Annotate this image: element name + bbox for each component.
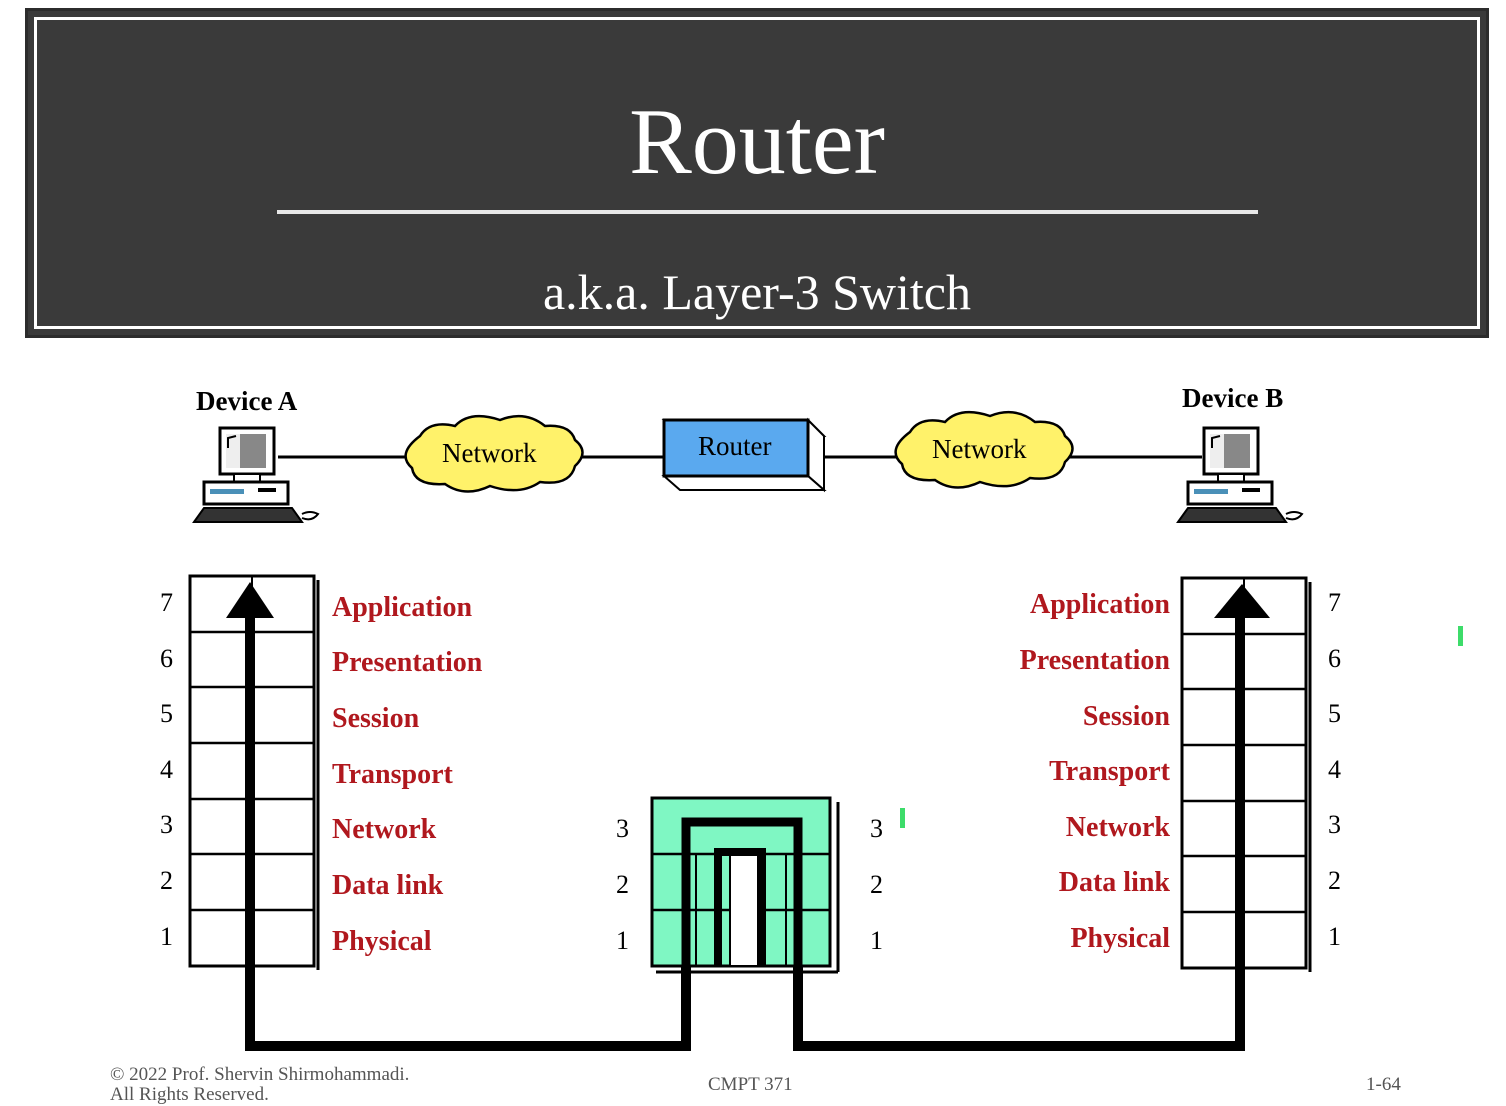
- layer-number: 2: [1328, 866, 1341, 895]
- layer-name-right: Physical: [1070, 923, 1170, 954]
- device-a-label: Device A: [196, 386, 298, 416]
- router-diagram: Device A Device B Network Router Network…: [0, 340, 1506, 1090]
- footer-copyright: © 2022 Prof. Shervin Shirmohammadi.: [110, 1064, 410, 1085]
- layer-number: 5: [160, 699, 173, 728]
- diagram-graphics: [188, 410, 1312, 1051]
- layer-name-right: Network: [1065, 812, 1170, 843]
- layer-name-left: Data link: [332, 870, 444, 901]
- slide-header: Router a.k.a. Layer-3 Switch: [25, 8, 1489, 338]
- layer-number: 1: [1328, 922, 1341, 951]
- layer-name-right: Presentation: [1019, 645, 1170, 676]
- layer-number: 3: [1328, 810, 1341, 839]
- layer-number: 6: [1328, 644, 1341, 673]
- layer-number: 7: [160, 588, 173, 617]
- layer-name-left: Network: [332, 814, 437, 845]
- cursor-mark: [900, 808, 905, 828]
- router-label: Router: [698, 431, 772, 461]
- footer-course: CMPT 371: [708, 1074, 793, 1095]
- computer-b-icon: [1176, 426, 1304, 523]
- arrow-up-left-icon: [226, 582, 274, 618]
- cursor-mark: [1458, 626, 1463, 646]
- title-divider: [277, 210, 1258, 214]
- network-right-label: Network: [932, 434, 1027, 464]
- router-layer-number: 1: [870, 926, 883, 955]
- arrow-up-right-icon: [1214, 584, 1270, 618]
- layer-name-left: Physical: [332, 926, 432, 957]
- data-path-line-right: [793, 608, 1245, 1051]
- layer-name-left: Transport: [332, 759, 453, 790]
- router-box-icon: [661, 417, 827, 493]
- layer-number: 5: [1328, 699, 1341, 728]
- layer-name-left: Application: [332, 592, 473, 623]
- router-layer-number: 1: [616, 926, 629, 955]
- slide-title: Router: [629, 90, 885, 194]
- footer-copyright-line2: All Rights Reserved.: [110, 1084, 269, 1105]
- layer-number: 4: [1328, 755, 1341, 784]
- layer-name-right: Session: [1082, 701, 1170, 732]
- slide-subtitle: a.k.a. Layer-3 Switch: [542, 264, 971, 320]
- router-layer-number: 2: [616, 870, 629, 899]
- layer-name-left: Session: [332, 703, 420, 734]
- layer-name-left: Presentation: [332, 647, 483, 678]
- network-left-label: Network: [442, 438, 537, 468]
- cloud-right-icon: [894, 410, 1074, 489]
- router-layer-number: 3: [870, 814, 883, 843]
- router-layer-number: 3: [616, 814, 629, 843]
- cloud-left-icon: [404, 414, 584, 493]
- header-frame: Router a.k.a. Layer-3 Switch: [34, 17, 1480, 329]
- router-stack: [650, 796, 840, 974]
- stack-right: [1180, 576, 1312, 972]
- layer-name-right: Transport: [1049, 756, 1170, 787]
- layer-number: 1: [160, 922, 173, 951]
- layer-number: 7: [1328, 588, 1341, 617]
- footer-page-number: 1-64: [1366, 1074, 1401, 1095]
- device-b-label: Device B: [1182, 383, 1284, 413]
- layer-number: 6: [160, 644, 173, 673]
- router-layer-number: 2: [870, 870, 883, 899]
- data-path-line: [245, 608, 691, 1051]
- layer-number: 4: [160, 755, 173, 784]
- layer-name-right: Data link: [1058, 867, 1170, 898]
- computer-a-icon: [192, 426, 320, 523]
- layer-number: 3: [160, 810, 173, 839]
- layer-number: 2: [160, 866, 173, 895]
- layer-name-right: Application: [1029, 589, 1170, 620]
